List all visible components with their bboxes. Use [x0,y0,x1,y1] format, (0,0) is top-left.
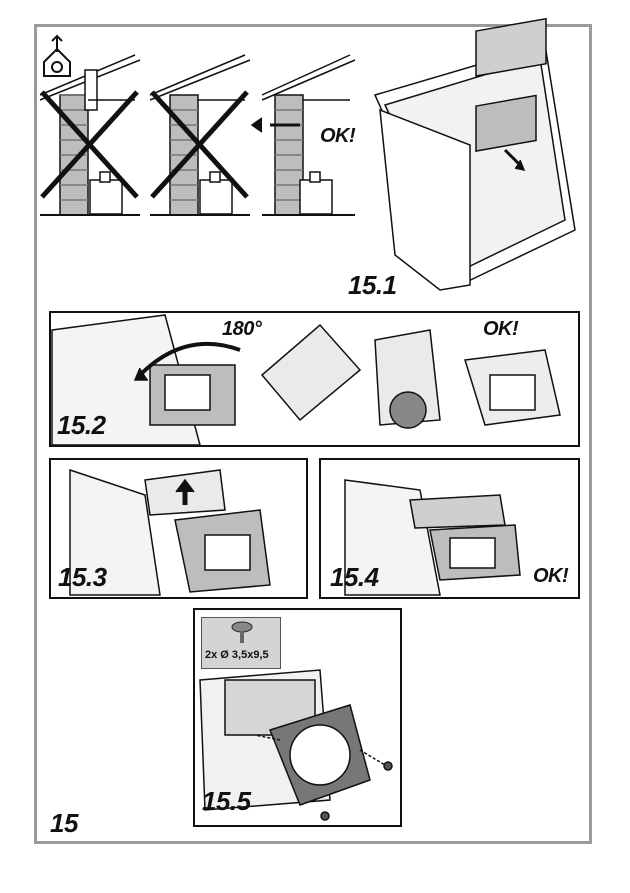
step-15-5-label: 15.5 [202,786,251,817]
section-label: 15 [50,808,78,839]
screw-icon [202,618,282,648]
screw-spec-box: 2x Ø 3,5x9,5 [201,617,281,669]
screw-spec-label: 2x Ø 3,5x9,5 [205,649,269,661]
